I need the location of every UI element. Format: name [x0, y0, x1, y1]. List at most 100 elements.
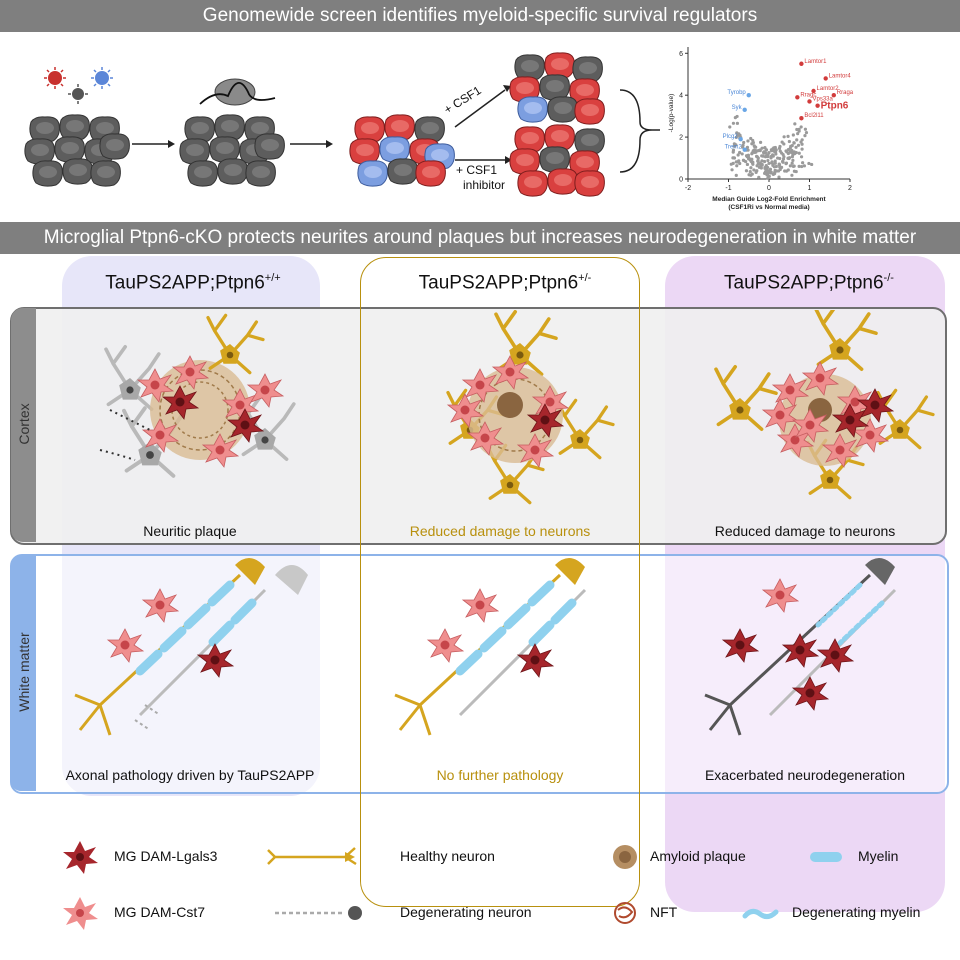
hit-point — [795, 95, 800, 100]
data-point — [756, 149, 760, 153]
data-point — [742, 140, 746, 145]
data-point — [755, 164, 759, 168]
data-point — [735, 164, 739, 168]
data-point — [745, 162, 750, 167]
data-point — [762, 150, 766, 155]
cortex-row-label: Cortex — [16, 403, 32, 445]
middle-banner: Microglial Ptpn6-cKO protects neurites a… — [0, 222, 960, 254]
column-title-text: TauPS2APP;Ptpn6 — [105, 272, 265, 294]
wm-caption-ko: Exacerbated neurodegeneration — [704, 767, 906, 783]
data-point — [758, 140, 763, 144]
cortex-caption-wildtype: Neuritic plaque — [143, 523, 237, 539]
legend-amyloid: Amyloid plaque — [650, 848, 746, 864]
data-point — [732, 144, 737, 148]
data-point — [749, 136, 753, 141]
cell-cluster-csf1 — [509, 52, 605, 125]
data-point — [769, 170, 773, 174]
hit-point — [807, 99, 812, 104]
data-point — [766, 173, 770, 178]
data-point — [800, 147, 804, 151]
data-point — [738, 150, 742, 155]
legend-degenerating-myelin: Degenerating myelin — [792, 904, 921, 920]
csf1-inhibitor-label-1: + CSF1 — [456, 163, 498, 177]
legend-healthy-neuron: Healthy neuron — [400, 848, 495, 864]
data-point — [804, 131, 809, 135]
axon-scene-het — [394, 557, 587, 736]
data-point — [760, 154, 764, 158]
legend-icons — [63, 841, 842, 930]
hit-point — [799, 61, 804, 66]
data-point — [792, 169, 796, 173]
hit-point — [831, 92, 836, 98]
white-matter-row-label: White matter — [16, 632, 32, 712]
hit-label: Rraga — [837, 90, 854, 96]
amyloid-plaque-icon — [613, 845, 637, 869]
data-point — [795, 138, 799, 142]
data-point — [801, 161, 805, 165]
data-point — [763, 171, 767, 175]
data-point — [799, 155, 804, 159]
data-point — [784, 149, 788, 153]
data-point — [772, 149, 777, 154]
data-point — [769, 156, 773, 160]
data-point — [793, 122, 797, 126]
cell-cluster-inhibitor — [509, 124, 605, 197]
lgals3-icon — [63, 841, 98, 874]
data-point — [747, 173, 751, 177]
data-point — [807, 161, 811, 166]
data-point — [757, 175, 761, 179]
reduced-damage-scene-het — [446, 310, 615, 505]
data-point — [734, 173, 738, 177]
data-point — [803, 127, 808, 131]
top-banner: Genomewide screen identifies myeloid-spe… — [0, 0, 960, 32]
data-point — [781, 152, 785, 157]
wm-caption-wildtype: Axonal pathology driven by TauPS2APP — [65, 767, 315, 783]
y-tick-label: 6 — [679, 51, 683, 58]
data-point — [775, 169, 779, 173]
data-point — [731, 148, 736, 152]
y-tick-label: 2 — [679, 135, 683, 142]
data-point — [752, 144, 756, 148]
data-point — [730, 168, 734, 172]
data-point — [751, 138, 755, 143]
data-point — [799, 125, 803, 129]
data-point — [790, 144, 794, 148]
cell-cluster-mixed — [349, 114, 455, 187]
data-point — [746, 139, 750, 143]
hit-point — [815, 103, 820, 108]
data-point — [766, 158, 770, 163]
data-point — [783, 169, 787, 173]
wm-caption-het: No further pathology — [436, 767, 564, 783]
data-point — [771, 147, 775, 151]
data-point — [737, 132, 741, 136]
genotype-superscript: +/+ — [264, 272, 281, 284]
hit-point — [823, 76, 828, 81]
y-tick-label: 4 — [679, 93, 683, 100]
hit-label: Syk — [732, 105, 743, 111]
data-point — [733, 115, 737, 120]
data-point — [782, 135, 786, 139]
data-point — [735, 121, 740, 125]
data-point — [797, 151, 801, 155]
hit-point — [738, 136, 743, 142]
virus-red — [44, 67, 66, 89]
data-point — [731, 121, 736, 125]
data-point — [790, 161, 794, 165]
data-point — [794, 151, 798, 155]
data-point — [762, 159, 767, 164]
y-axis-label: -Log(p-value) — [668, 94, 675, 133]
data-point — [748, 170, 752, 174]
data-point — [752, 148, 756, 152]
data-point — [728, 125, 732, 129]
column-title-ko: TauPS2APP;Ptpn6-/- — [664, 272, 954, 294]
data-point — [770, 160, 774, 164]
cas9-blob — [199, 78, 276, 106]
hit-point — [811, 88, 816, 94]
data-point — [781, 160, 785, 164]
data-point — [744, 169, 749, 173]
degenerating-neuron-icon — [275, 906, 362, 920]
hit-label: Bcl2l11 — [804, 113, 824, 119]
data-point — [791, 133, 795, 137]
data-point — [755, 169, 759, 173]
x-tick-label: -1 — [725, 185, 731, 192]
